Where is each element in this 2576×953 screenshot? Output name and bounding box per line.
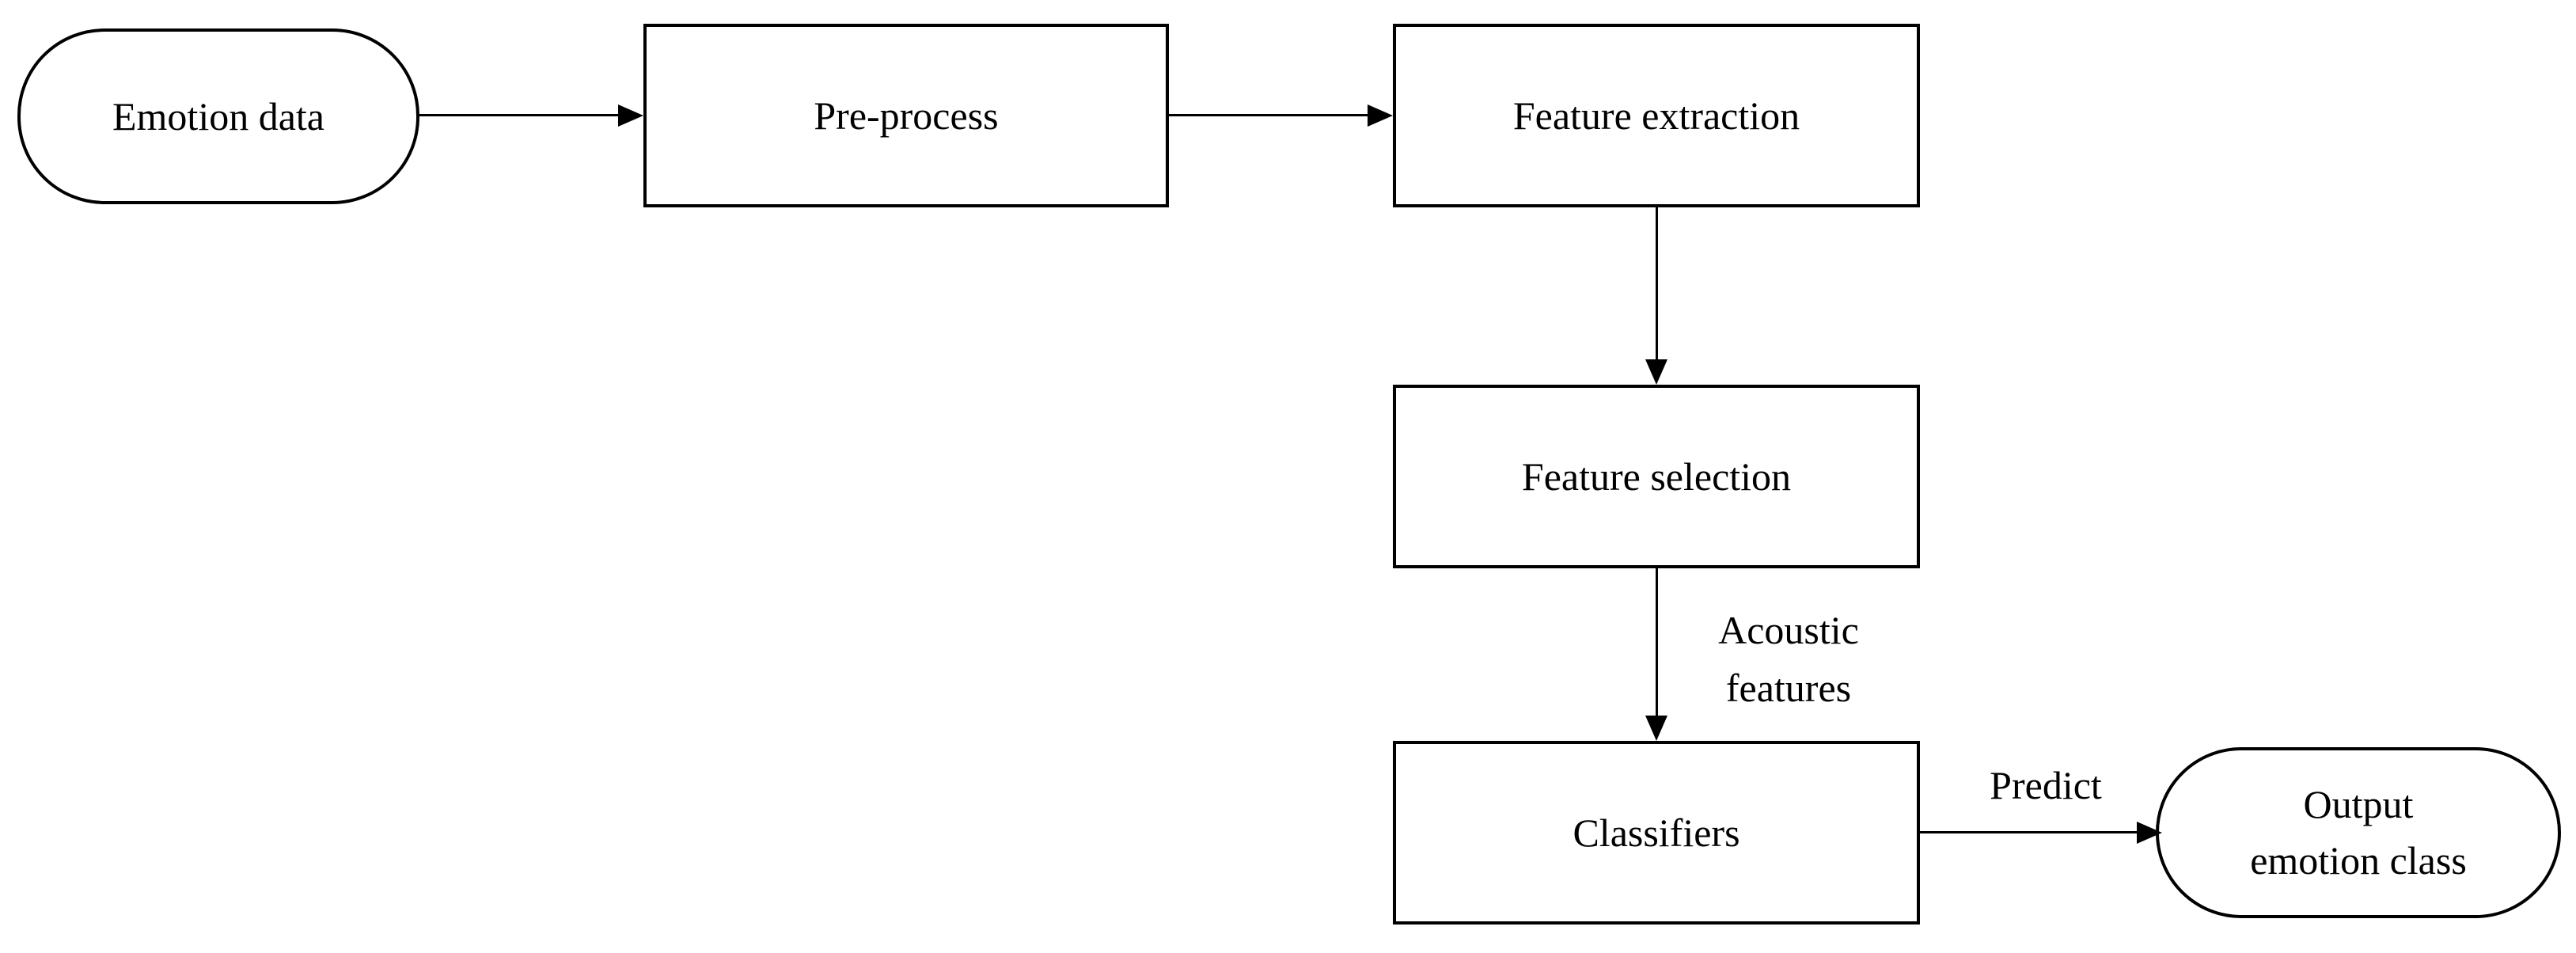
- node-pre-process: Pre-process: [643, 24, 1169, 207]
- node-feature-selection-label: Feature selection: [1521, 454, 1792, 499]
- edge-label-acoustic-features: Acoustic features: [1718, 608, 1859, 710]
- node-feature-extraction-label: Feature extraction: [1512, 93, 1800, 138]
- arrow-feature-extraction-to-feature-selection-line: [1656, 207, 1658, 359]
- node-output-emotion-class-label: Output emotion class: [2250, 782, 2467, 883]
- arrow-emotion-data-to-pre-process-line: [419, 114, 618, 116]
- node-emotion-data: Emotion data: [17, 28, 419, 204]
- arrow-feature-selection-to-classifiers-line: [1656, 568, 1658, 716]
- arrow-pre-process-to-feature-extraction-line: [1169, 114, 1368, 116]
- node-pre-process-label: Pre-process: [814, 93, 999, 138]
- node-feature-selection: Feature selection: [1393, 385, 1920, 568]
- arrow-classifiers-to-output-arrowhead-icon: [2137, 822, 2162, 844]
- arrow-classifiers-to-output-line: [1920, 831, 2137, 833]
- node-classifiers: Classifiers: [1393, 741, 1920, 925]
- arrow-pre-process-to-feature-extraction-arrowhead-icon: [1368, 104, 1393, 127]
- node-feature-extraction: Feature extraction: [1393, 24, 1920, 207]
- arrow-feature-selection-to-classifiers-arrowhead-icon: [1645, 716, 1667, 741]
- arrow-emotion-data-to-pre-process-arrowhead-icon: [618, 104, 643, 127]
- node-classifiers-label: Classifiers: [1573, 810, 1740, 855]
- node-output-emotion-class: Output emotion class: [2156, 747, 2561, 918]
- edge-label-predict: Predict: [1990, 763, 2102, 807]
- arrow-feature-extraction-to-feature-selection-arrowhead-icon: [1645, 359, 1667, 385]
- node-emotion-data-label: Emotion data: [112, 93, 324, 139]
